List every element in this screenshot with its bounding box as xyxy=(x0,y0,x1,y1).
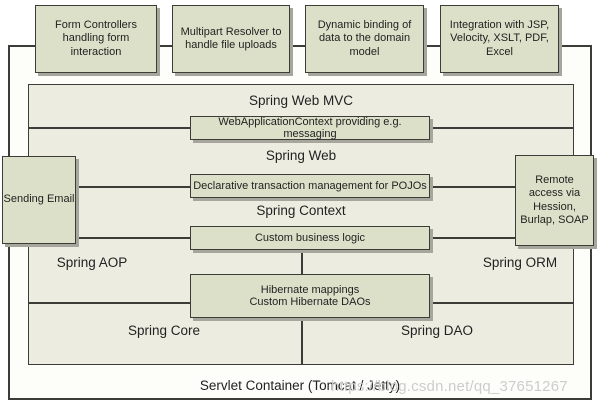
box-remote-access: Remote access via Hession, Burlap, SOAP xyxy=(515,155,594,246)
zone-label-spring-aop: Spring AOP xyxy=(56,255,128,270)
box-custom-business-logic: Custom business logic xyxy=(190,226,430,250)
box-form-controllers: Form Controllers handling form interacti… xyxy=(35,5,157,73)
layer-title-spring-context: Spring Context xyxy=(256,203,346,218)
zone-label-spring-core: Spring Core xyxy=(127,323,201,338)
layer-title-spring-web: Spring Web xyxy=(265,148,337,163)
box-webapplicationcontext: WebApplicationContext providing e.g. mes… xyxy=(190,116,430,140)
box-multipart-resolver: Multipart Resolver to handle file upload… xyxy=(172,5,290,73)
box-hibernate-mappings: Hibernate mappings Custom Hibernate DAOs xyxy=(190,274,430,318)
csdn-watermark: https://blog.csdn.net/qq_37651267 xyxy=(331,378,568,395)
box-view-integration: Integration with JSP, Velocity, XSLT, PD… xyxy=(440,5,559,73)
servlet-container-label: Servlet Container (Tomcat / Jetty) xyxy=(199,378,401,393)
zone-label-spring-orm: Spring ORM xyxy=(482,255,558,270)
box-declarative-transactions: Declarative transaction management for P… xyxy=(190,174,430,198)
zone-label-spring-dao: Spring DAO xyxy=(400,323,474,338)
box-sending-email: Sending Email xyxy=(2,156,76,244)
box-dynamic-binding: Dynamic binding of data to the domain mo… xyxy=(305,5,424,73)
layer-title-spring-web-mvc: Spring Web MVC xyxy=(248,93,354,108)
